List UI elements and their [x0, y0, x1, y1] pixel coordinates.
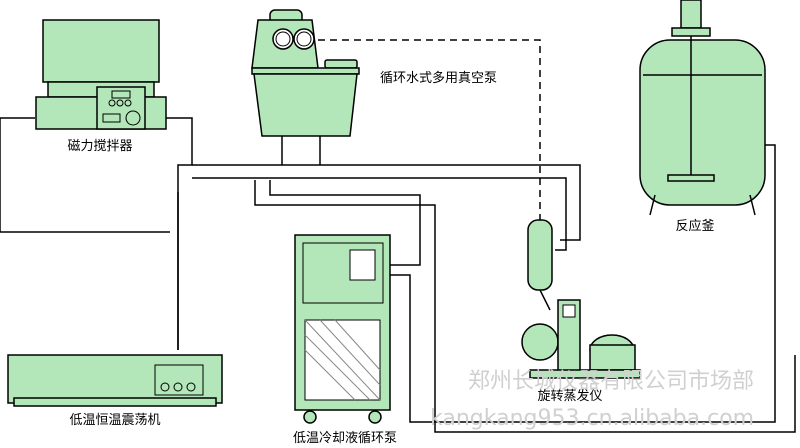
shaker [7, 354, 223, 407]
magnetic-stirrer [35, 19, 167, 130]
vacuum-pump [251, 9, 360, 137]
watermark-site: kangkang953.cn.alibaba.com [430, 406, 754, 431]
reactor [639, 0, 766, 216]
pipes [0, 39, 796, 433]
vacuum-pump-label: 循环水式多用真空泵 [380, 70, 497, 86]
rotary-evaporator-label: 旋转蒸发仪 [537, 388, 602, 404]
shaker-label: 低温恒温震荡机 [69, 413, 160, 428]
chiller [294, 234, 391, 424]
magnetic-stirrer-label: 磁力搅拌器 [67, 138, 132, 154]
reactor-label: 反应釜 [675, 218, 714, 234]
rotary-evaporator [521, 219, 641, 379]
chiller-label: 低温冷却液循环泵 [293, 431, 397, 446]
watermark-company: 郑州长城仪器有限公司市场部 [468, 369, 754, 394]
